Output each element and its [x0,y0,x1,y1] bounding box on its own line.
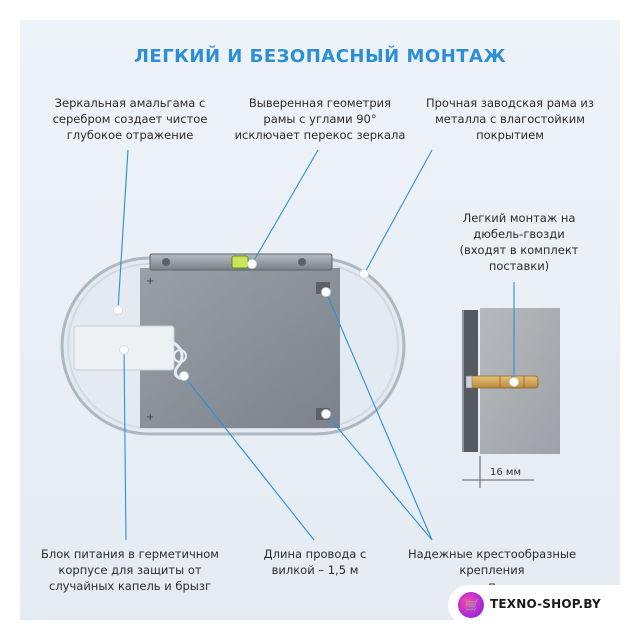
leader-dot [321,409,331,419]
shopping-cart-icon: 🛒 [458,592,484,618]
dimension-label: 16 мм [490,467,521,478]
leader-dot [359,269,369,279]
brand-badge[interactable]: 🛒 TEXNO-SHOP.BY [448,585,620,625]
caption-geometry: Выверенная геометрия рамы с углами 90° и… [234,96,406,142]
plate-cross-mark: + [146,412,154,423]
leader-dot [247,259,257,269]
brand-name: TEXNO-SHOP.BY [490,597,601,611]
page-title: ЛЕГКИЙ И БЕЗОПАСНЫЙ МОНТАЖ [133,46,507,67]
level-screw [298,258,306,266]
caption-frame: Прочная заводская рама из металла с влаг… [425,96,595,142]
caption-power: Блок питания в герметичном корпусе для з… [41,547,219,593]
dowel-nail [467,375,539,389]
nail-head [465,375,473,389]
leader-lines [117,149,515,541]
leader-dot [509,377,519,387]
caption-cable: Длина провода с вилкой – 1,5 м [263,547,367,577]
leader-dot [179,371,189,381]
leader-dots [113,259,519,419]
plate-cross-mark: + [146,276,154,287]
cable-coil [173,349,187,363]
caption-amalgam: Зеркальная амальгама с серебром создает … [52,96,208,142]
leader-dot [113,305,123,315]
leader-dot [321,287,331,297]
mirror-edge-highlight [462,310,464,452]
leader-dot [119,345,129,355]
level-screw [162,258,170,266]
level-bubble-vial [231,255,249,269]
caption-mounting: Легкий монтаж на дюбель-гвозди (входят в… [459,211,579,273]
